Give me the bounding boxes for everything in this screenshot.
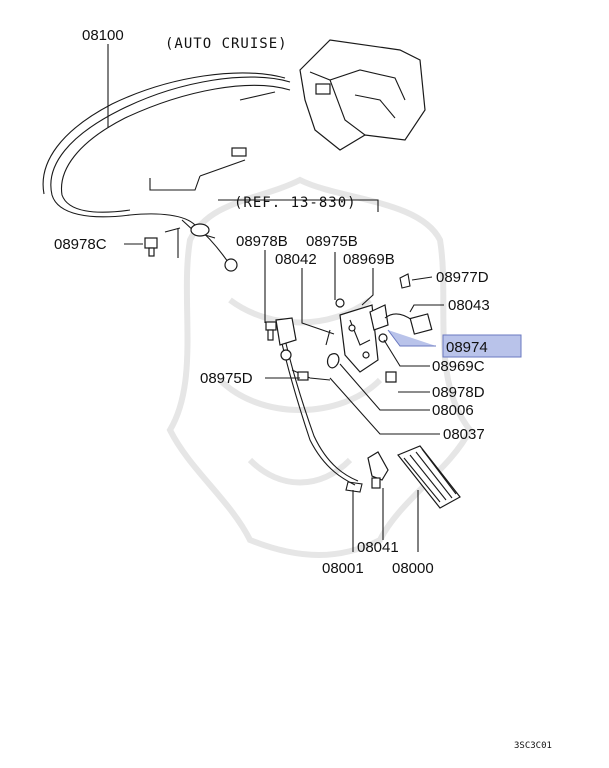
part-label-08975b[interactable]: 08975B xyxy=(306,233,358,250)
part-label-08037[interactable]: 08037 xyxy=(443,426,485,443)
leader-lines xyxy=(107,44,444,552)
part-label-08975d[interactable]: 08975D xyxy=(200,370,253,387)
part-label-08006[interactable]: 08006 xyxy=(432,402,474,419)
part-label-08978b[interactable]: 08978B xyxy=(236,233,288,250)
bolt-08978b-illustration xyxy=(265,321,277,341)
part-label-08977d[interactable]: 08977D xyxy=(436,269,489,286)
part-label-08978c[interactable]: 08978C xyxy=(54,236,107,253)
part-label-08969c[interactable]: 08969C xyxy=(432,358,485,375)
part-label-08043[interactable]: 08043 xyxy=(448,297,490,314)
image-code: 3SC3C01 xyxy=(514,741,552,751)
cruise-actuator-illustration xyxy=(299,39,426,151)
part-label-08100[interactable]: 08100 xyxy=(82,27,124,44)
part-label-08001[interactable]: 08001 xyxy=(322,560,364,577)
part-label-08969b[interactable]: 08969B xyxy=(343,251,395,268)
pedal-pad-08000-illustration xyxy=(397,445,461,509)
reference-note: (REF. 13-830) xyxy=(234,195,357,211)
highlight-08974 xyxy=(442,334,522,358)
part-label-08042[interactable]: 08042 xyxy=(275,251,317,268)
stopper-08041-illustration xyxy=(367,451,389,489)
auto-cruise-note: (AUTO CRUISE) xyxy=(165,36,288,52)
part-label-08000[interactable]: 08000 xyxy=(392,560,434,577)
pedal-arm-illustration xyxy=(275,317,363,493)
part-label-08978d[interactable]: 08978D xyxy=(432,384,485,401)
throttle-cable-illustration xyxy=(42,72,291,272)
part-label-08974[interactable]: 08974 xyxy=(446,339,488,356)
pedal-bracket-illustration xyxy=(325,273,433,383)
bolt-08978c-illustration xyxy=(144,237,158,257)
part-label-08041[interactable]: 08041 xyxy=(357,539,399,556)
